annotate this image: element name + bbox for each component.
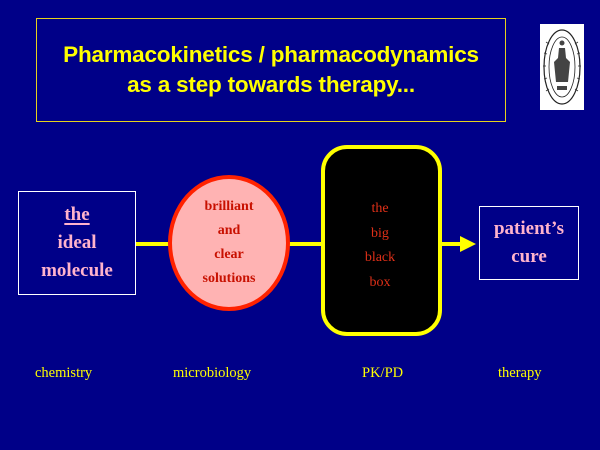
solutions-ellipse: brilliant and clear solutions — [168, 175, 290, 311]
title-box: Pharmacokinetics / pharmacodynamics as a… — [36, 18, 506, 122]
flow-connector-line — [136, 242, 466, 246]
solutions-line-1: brilliant — [204, 199, 254, 214]
cure-line-2: cure — [511, 246, 547, 267]
black-box-line-1: the — [371, 201, 389, 216]
solutions-line-4: solutions — [202, 271, 256, 286]
university-seal-icon — [540, 24, 584, 110]
pkpd-label: PK/PD — [362, 365, 404, 381]
black-box-line-4: box — [369, 274, 391, 290]
black-box-line-3: black — [364, 250, 396, 265]
chemistry-label: chemistry — [35, 365, 93, 381]
molecule-line-3: molecule — [41, 260, 113, 281]
ideal-molecule-box: the ideal molecule — [18, 191, 136, 295]
therapy-label: therapy — [498, 365, 542, 381]
arrow-right-icon — [460, 236, 476, 252]
solutions-line-2: and — [217, 223, 241, 238]
cure-line-1: patient’s — [493, 218, 565, 239]
solutions-line-3: clear — [214, 247, 244, 262]
microbiology-label: microbiology — [173, 365, 252, 381]
title-line-2: as a step towards therapy... — [127, 72, 415, 97]
black-box-shape — [321, 145, 442, 336]
patients-cure-box: patient’s cure — [479, 206, 579, 280]
black-box-line-2: big — [371, 225, 389, 241]
molecule-line-2: ideal — [57, 232, 97, 253]
title-line-1: Pharmacokinetics / pharmacodynamics — [63, 42, 479, 67]
molecule-line-1: the — [64, 204, 90, 225]
black-box-text: the big black box — [330, 197, 430, 295]
